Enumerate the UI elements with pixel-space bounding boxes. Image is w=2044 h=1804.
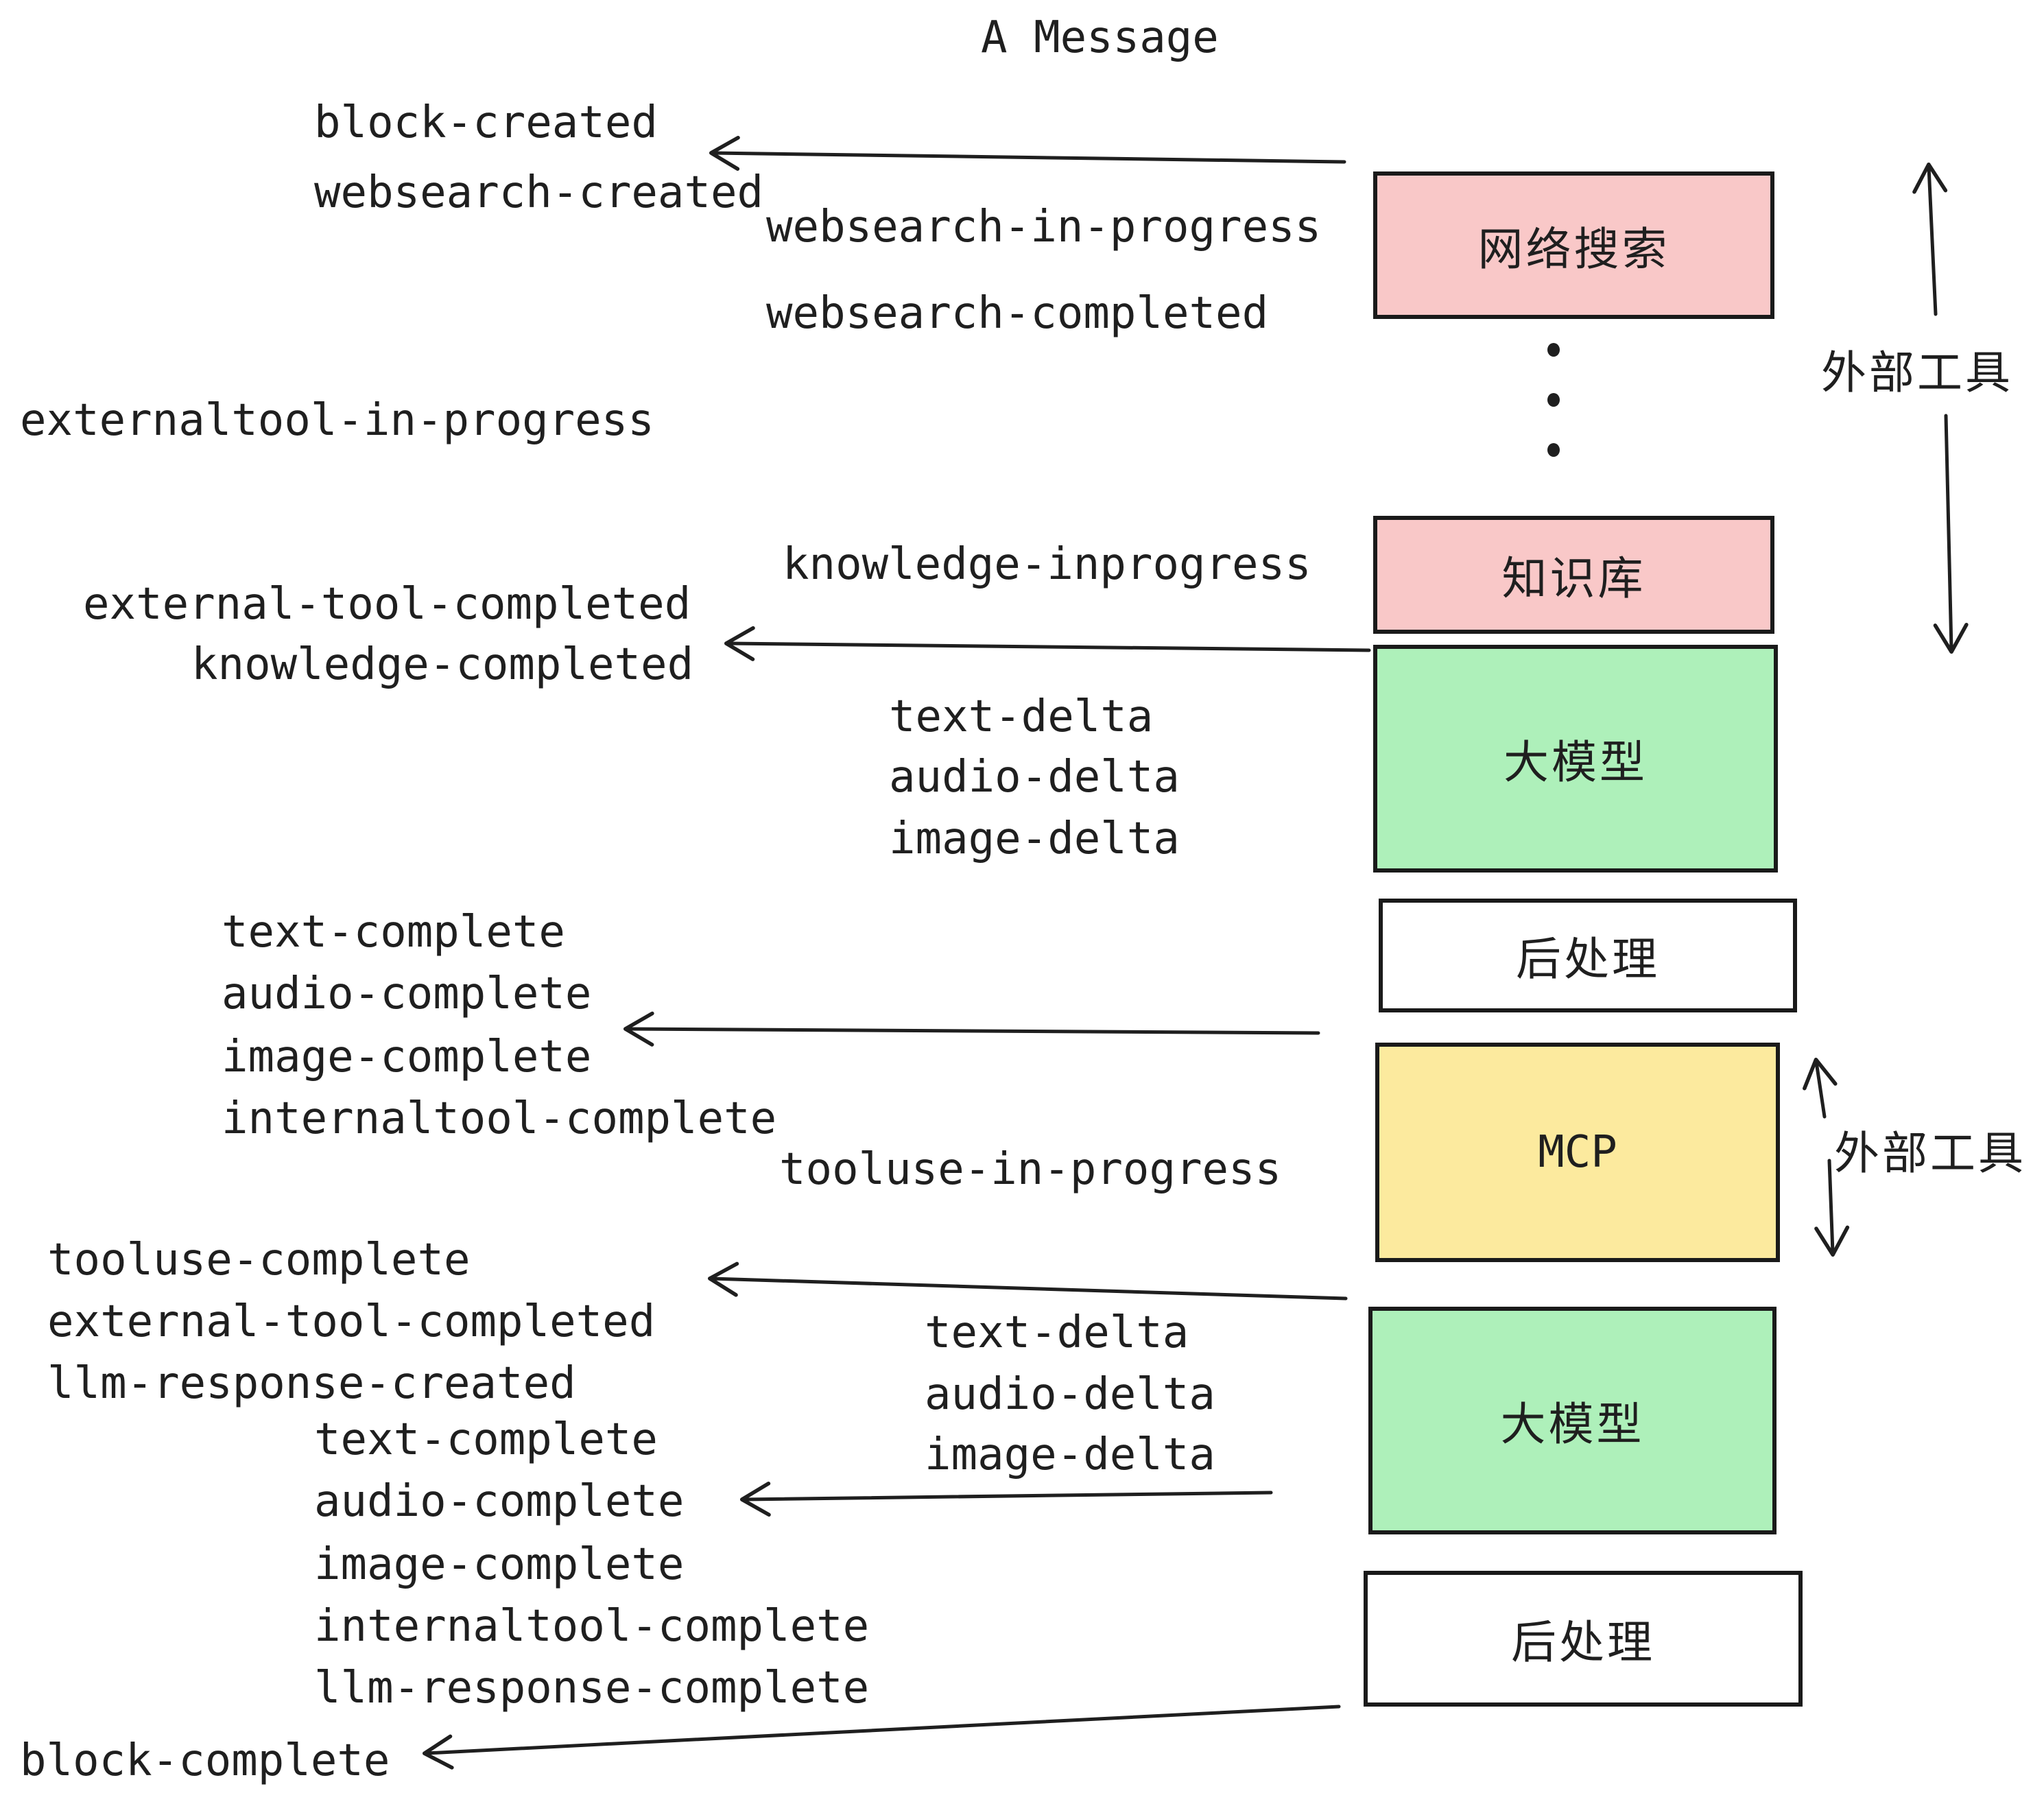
event-tooluse-in-progress: tooluse-in-progress xyxy=(779,1144,1282,1195)
event-external-tool-completed: external-tool-completed xyxy=(83,579,691,630)
node-postprocess-2: 后处理 xyxy=(1364,1571,1803,1707)
event-audio-complete-2: audio-complete xyxy=(314,1476,685,1527)
node-llm-1: 大模型 xyxy=(1373,645,1778,873)
node-mcp-label: MCP xyxy=(1538,1127,1617,1178)
node-llm-2: 大模型 xyxy=(1368,1307,1776,1534)
event-knowledge-completed: knowledge-completed xyxy=(191,639,694,690)
event-block-created: block-created xyxy=(314,97,658,148)
node-mcp: MCP xyxy=(1375,1043,1780,1262)
event-image-complete-2: image-complete xyxy=(314,1539,685,1590)
event-websearch-completed: websearch-completed xyxy=(766,288,1269,339)
arrow-websearch-to-block-created xyxy=(709,135,1346,171)
event-image-complete: image-complete xyxy=(222,1032,592,1082)
event-external-tool-completed-2: external-tool-completed xyxy=(47,1296,656,1347)
event-image-delta: image-delta xyxy=(889,814,1180,864)
event-internaltool-complete-2: internaltool-complete xyxy=(314,1601,870,1652)
event-text-delta: text-delta xyxy=(889,691,1154,742)
event-websearch-created: websearch-created xyxy=(314,167,764,218)
node-llm-1-label: 大模型 xyxy=(1504,736,1648,789)
event-tooluse-complete: tooluse-complete xyxy=(47,1235,471,1285)
event-block-complete: block-complete xyxy=(20,1735,390,1786)
node-knowledge-label: 知识库 xyxy=(1501,552,1646,605)
annotation-external-tools-1: 外部工具 xyxy=(1821,346,2013,399)
event-llm-response-complete: llm-response-complete xyxy=(314,1663,870,1713)
event-externaltool-in-progress: externaltool-in-progress xyxy=(20,395,654,446)
arrow-llm2-to-tooluse-complete xyxy=(707,1261,1348,1301)
event-knowledge-inprogress: knowledge-inprogress xyxy=(783,539,1311,590)
event-text-complete: text-complete xyxy=(222,907,565,958)
node-postprocess-1-label: 后处理 xyxy=(1516,933,1660,986)
event-audio-delta-2: audio-delta xyxy=(925,1369,1215,1420)
node-postprocess-2-label: 后处理 xyxy=(1511,1616,1655,1669)
event-audio-delta: audio-delta xyxy=(889,752,1180,803)
arrow-external-tools-1-up xyxy=(1912,162,1948,316)
event-llm-response-created: llm-response-created xyxy=(47,1358,576,1409)
annotation-external-tools-2: 外部工具 xyxy=(1834,1127,2026,1180)
node-knowledge: 知识库 xyxy=(1373,516,1774,634)
arrow-knowledge-to-knowledge-completed xyxy=(724,626,1371,661)
event-text-complete-2: text-complete xyxy=(314,1414,658,1465)
arrow-external-tools-1-down xyxy=(1933,414,1969,654)
node-llm-2-label: 大模型 xyxy=(1500,1398,1645,1451)
diagram-title: A Message xyxy=(981,12,1219,63)
event-image-delta-2: image-delta xyxy=(925,1429,1215,1480)
arrow-postprocess2-to-block-complete xyxy=(422,1705,1341,1770)
event-audio-complete: audio-complete xyxy=(222,969,592,1019)
arrow-llm2-to-audio-complete xyxy=(739,1482,1273,1517)
event-text-delta-2: text-delta xyxy=(925,1307,1189,1358)
event-internaltool-complete: internaltool-complete xyxy=(222,1093,777,1144)
event-websearch-in-progress: websearch-in-progress xyxy=(766,202,1322,252)
node-websearch: 网络搜索 xyxy=(1373,171,1774,319)
node-websearch-label: 网络搜索 xyxy=(1477,222,1670,276)
arrow-postprocess1-to-image-complete xyxy=(623,1011,1320,1047)
arrow-external-tools-2-down xyxy=(1814,1159,1850,1257)
node-postprocess-1: 后处理 xyxy=(1379,899,1797,1012)
arrow-external-tools-2-up xyxy=(1803,1058,1838,1119)
vertical-ellipsis-icon xyxy=(1547,343,1560,457)
